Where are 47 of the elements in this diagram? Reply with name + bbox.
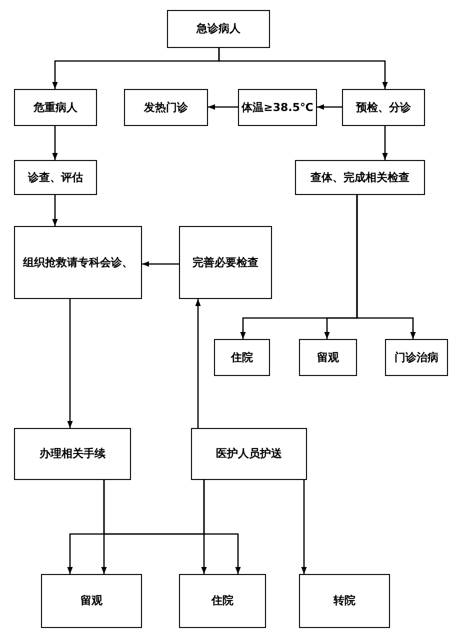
box-label: 诊查、评估 (28, 170, 83, 184)
arrow (195, 299, 201, 428)
arrow (142, 261, 179, 267)
box-label: 办理相关手续 (40, 447, 106, 461)
box-label: 医护人员护送 (216, 447, 282, 461)
process-box (299, 574, 390, 628)
box-label: 完善必要检查 (192, 256, 258, 270)
process-box (179, 226, 272, 299)
process-box (238, 89, 317, 126)
box-label: 预检、分诊 (356, 100, 411, 114)
arrow (218, 48, 388, 89)
process-box (295, 160, 425, 195)
process-box (179, 574, 266, 628)
process-box (385, 339, 448, 376)
arrow (103, 480, 241, 574)
process-box (14, 226, 142, 299)
process-box (342, 89, 425, 126)
box-label: 门诊治病 (394, 350, 438, 364)
process-box (214, 339, 270, 376)
arrow (301, 480, 307, 574)
process-box (124, 89, 208, 126)
process-box (14, 160, 97, 195)
box-label: 留观 (80, 594, 102, 608)
box-label: 体温≥38.5℃ (242, 100, 314, 114)
box-label: 查体、完成相关检查 (310, 170, 410, 184)
process-box (41, 574, 142, 628)
process-box (299, 339, 357, 376)
arrow (317, 104, 342, 110)
arrow (382, 126, 388, 160)
arrow (52, 195, 58, 226)
arrow (208, 104, 238, 110)
arrow (67, 299, 73, 428)
arrow (201, 480, 207, 574)
box-label: 发热门诊 (144, 100, 188, 114)
arrow (52, 126, 58, 160)
process-box (14, 428, 131, 480)
process-box (191, 428, 307, 480)
process-box (14, 89, 97, 126)
process-box (167, 10, 270, 48)
box-label: 转院 (334, 594, 356, 608)
box-label: 住院 (231, 350, 253, 364)
arrow (356, 195, 416, 339)
box-label: 留观 (317, 350, 339, 364)
box-label: 急诊病人 (196, 22, 240, 36)
box-label: 住院 (212, 594, 234, 608)
box-label: 危重病人 (34, 100, 78, 114)
box-label: 组织抢救请专科会诊、 (23, 256, 133, 270)
